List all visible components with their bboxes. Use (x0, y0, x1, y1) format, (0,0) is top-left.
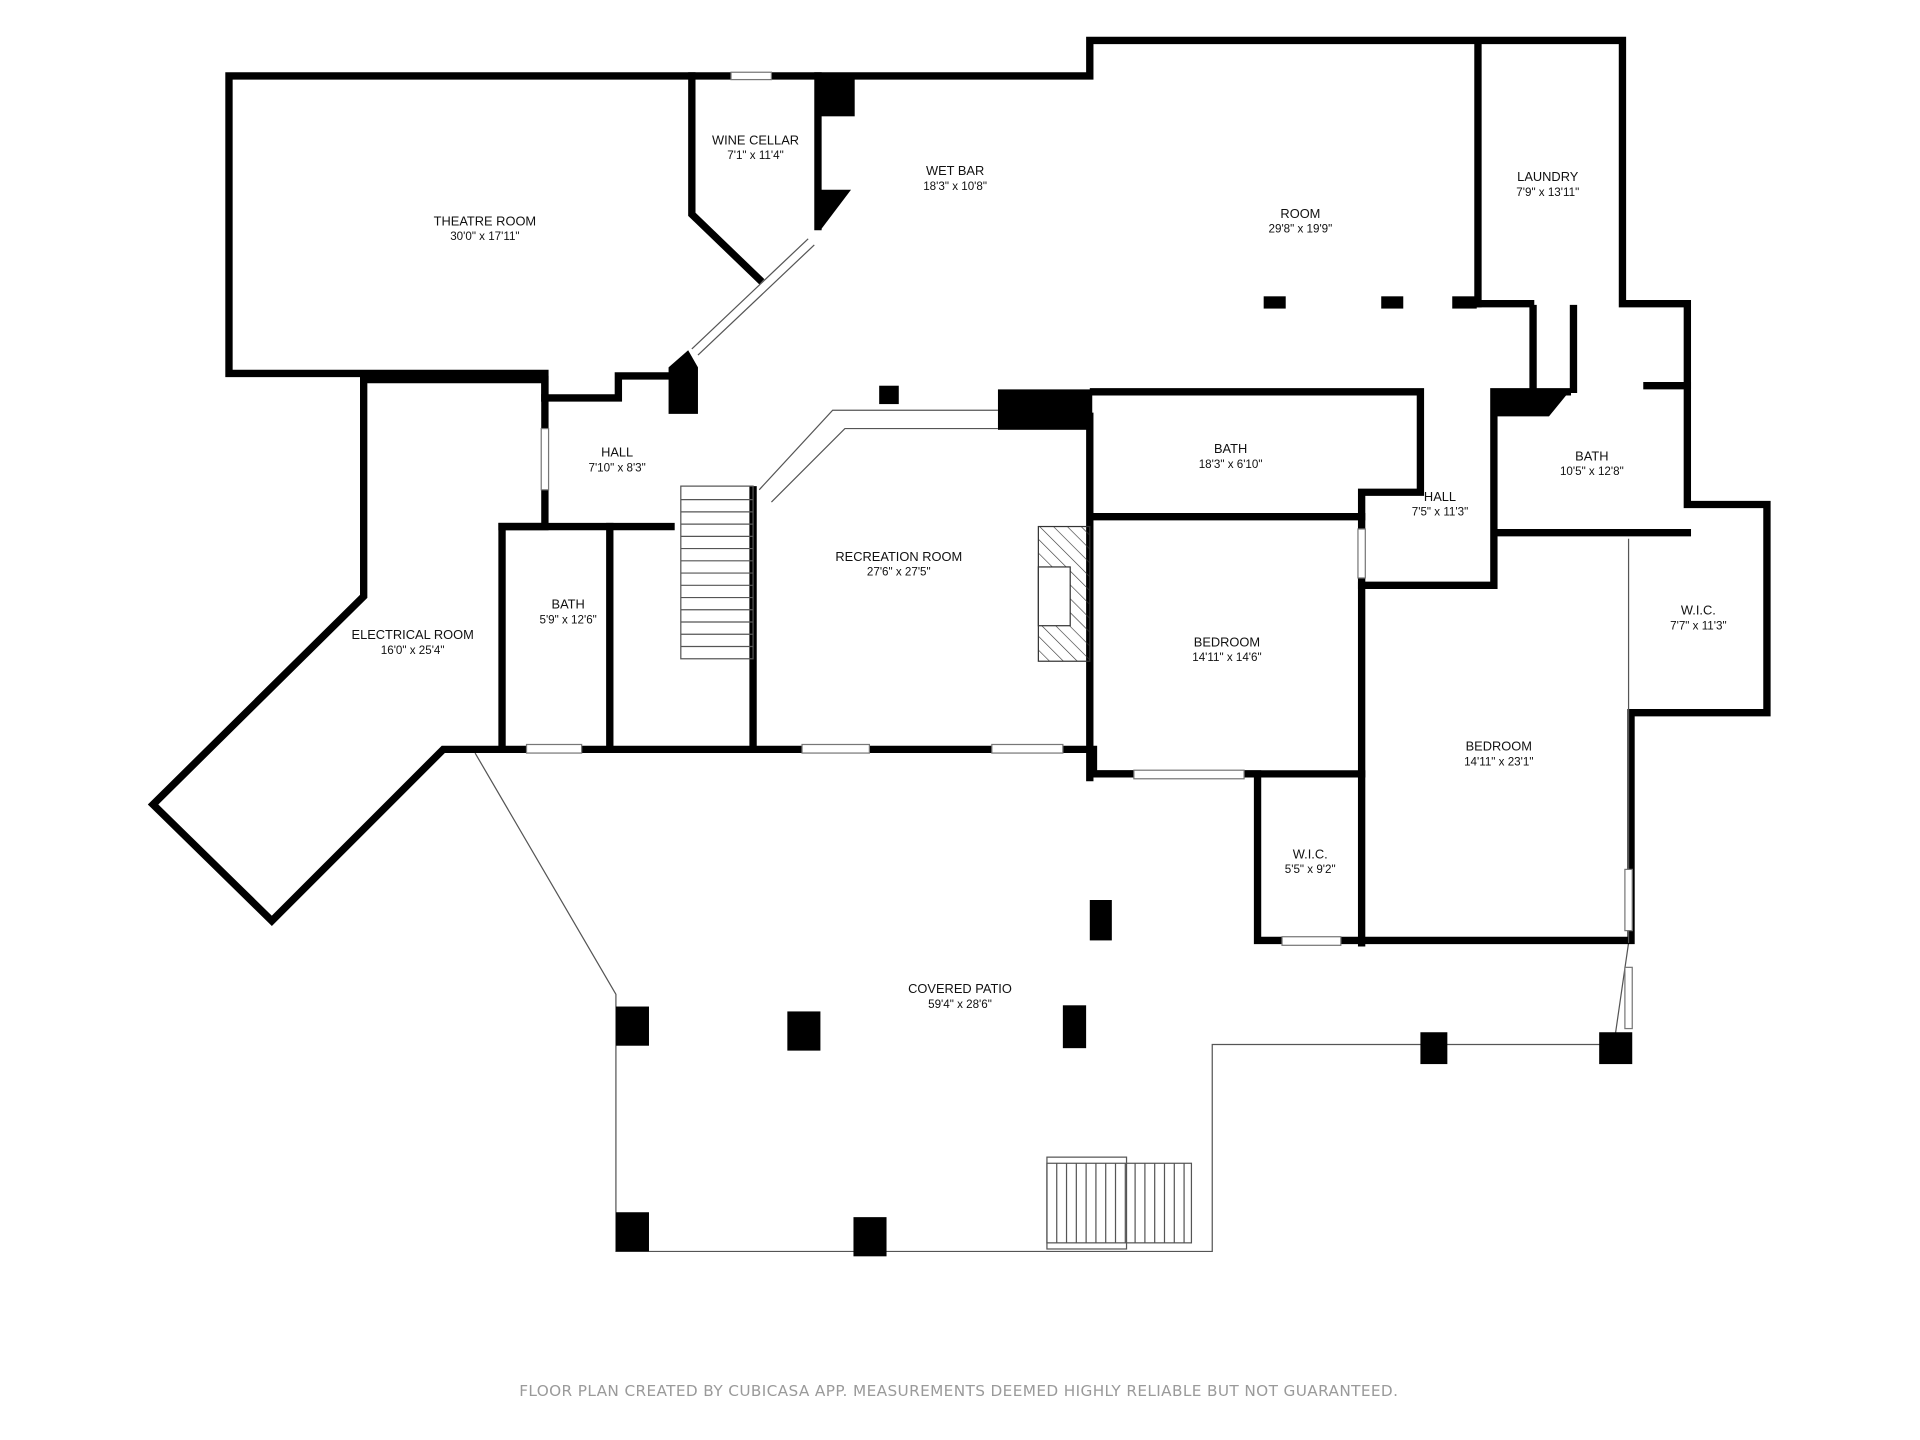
room-name: LAUNDRY (1517, 169, 1579, 184)
room-dims: 7'10" x 8'3" (588, 461, 645, 474)
room-name: ELECTRICAL ROOM (352, 627, 474, 642)
patio-stairs (1046, 1156, 1193, 1250)
room-dims: 27'6" x 27'5" (867, 566, 931, 579)
room-dims: 7'9" x 13'11" (1516, 186, 1579, 199)
room-name: THEATRE ROOM (434, 213, 537, 228)
room-name: BATH (552, 597, 585, 612)
columns (615, 75, 1633, 1257)
room-name: RECREATION ROOM (835, 549, 962, 564)
room-name: HALL (1424, 489, 1456, 504)
room-dims: 14'11" x 23'1" (1464, 755, 1533, 768)
room-name: WET BAR (926, 163, 984, 178)
room-dims: 7'5" x 11'3" (1412, 506, 1468, 519)
fireplace (1037, 525, 1091, 662)
room-name: COVERED PATIO (908, 981, 1012, 996)
room-name: BATH (1575, 448, 1608, 463)
room-name: BEDROOM (1194, 635, 1260, 650)
room-labels: THEATRE ROOM 30'0" x 17'11" WINE CELLAR … (352, 132, 1727, 1010)
room-name: W.I.C. (1681, 603, 1716, 618)
room-dims: 7'7" x 11'3" (1670, 619, 1726, 632)
room-name: WINE CELLAR (712, 132, 799, 147)
room-dims: 7'1" x 11'4" (727, 149, 783, 162)
patio-outline (474, 752, 1630, 1253)
room-name: ROOM (1280, 206, 1320, 221)
interior-stairs (680, 409, 998, 660)
room-dims: 18'3" x 10'8" (923, 180, 987, 193)
room-dims: 10'5" x 12'8" (1560, 465, 1624, 478)
room-name: BATH (1214, 441, 1247, 456)
room-dims: 16'0" x 25'4" (381, 644, 445, 657)
room-dims: 18'3" x 6'10" (1199, 458, 1263, 471)
room-name: HALL (601, 445, 633, 460)
room-name: BEDROOM (1466, 739, 1532, 754)
room-dims: 14'11" x 14'6" (1192, 651, 1261, 664)
room-dims: 59'4" x 28'6" (928, 998, 992, 1011)
footer-disclaimer: FLOOR PLAN CREATED BY CUBICASA APP. MEAS… (519, 1382, 1398, 1400)
room-dims: 30'0" x 17'11" (450, 230, 519, 243)
openings (525, 71, 1633, 1030)
room-name: W.I.C. (1293, 846, 1328, 861)
room-dims: 5'5" x 9'2" (1285, 863, 1336, 876)
room-dims: 29'8" x 19'9" (1269, 223, 1333, 236)
room-dims: 5'9" x 12'6" (540, 613, 597, 626)
